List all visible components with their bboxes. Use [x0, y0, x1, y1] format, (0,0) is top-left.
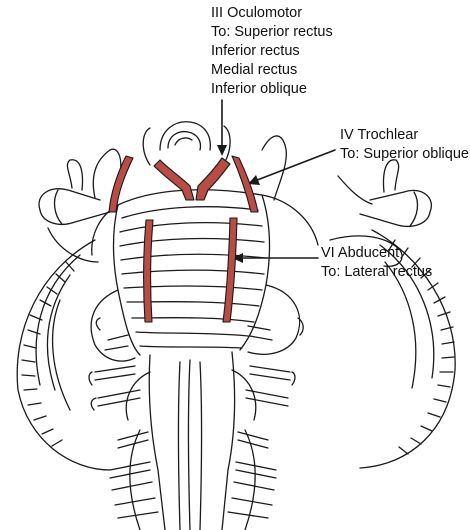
- cerebellum-left: [16, 239, 111, 471]
- abducent-title: VI Abducent: [321, 245, 400, 261]
- trochlear-leader: [251, 149, 336, 183]
- trochlear-nerve-left: [108, 155, 134, 213]
- oculomotor-nerve-right: [195, 157, 231, 201]
- pons: [90, 189, 319, 362]
- oculomotor-target-2: Inferior rectus: [211, 43, 300, 59]
- oculomotor-title: III Oculomotor: [211, 5, 303, 21]
- abducent-arrowhead: [232, 253, 243, 263]
- oculomotor-target-1: To: Superior rectus: [211, 24, 333, 40]
- arrowheads: [217, 145, 260, 263]
- abducent-nerve-left: [143, 219, 154, 323]
- oculomotor-nerve-left: [153, 159, 195, 201]
- abducent-nerve-right: [222, 217, 238, 323]
- trochlear-nerve-right: [231, 155, 259, 213]
- oculomotor-target-4: Inferior oblique: [211, 81, 307, 97]
- oculomotor-label: III Oculomotor To: Superior rectus Infer…: [211, 4, 333, 99]
- abducent-label: VI Abducent To: Lateral rectus: [321, 244, 432, 282]
- cerebral-peduncle-left: [38, 148, 122, 263]
- oculomotor-arrowhead: [217, 145, 227, 156]
- medulla: [125, 351, 257, 530]
- lower-cranial-nerve-roots-left: [88, 317, 159, 519]
- trochlear-title: IV Trochlear: [340, 127, 419, 143]
- cerebellum-right: [359, 229, 456, 469]
- trochlear-target-1: To: Superior oblique: [340, 146, 469, 162]
- trochlear-label: IV Trochlear To: Superior oblique: [340, 126, 469, 164]
- leader-lines: [221, 99, 336, 259]
- lower-cranial-nerve-roots-right: [227, 317, 304, 519]
- abducent-target-1: To: Lateral rectus: [321, 264, 433, 280]
- cerebral-peduncle-right: [261, 135, 432, 267]
- trochlear-arrowhead: [248, 175, 260, 185]
- optic-chiasm: [142, 121, 231, 166]
- oculomotor-target-3: Medial rectus: [211, 62, 298, 78]
